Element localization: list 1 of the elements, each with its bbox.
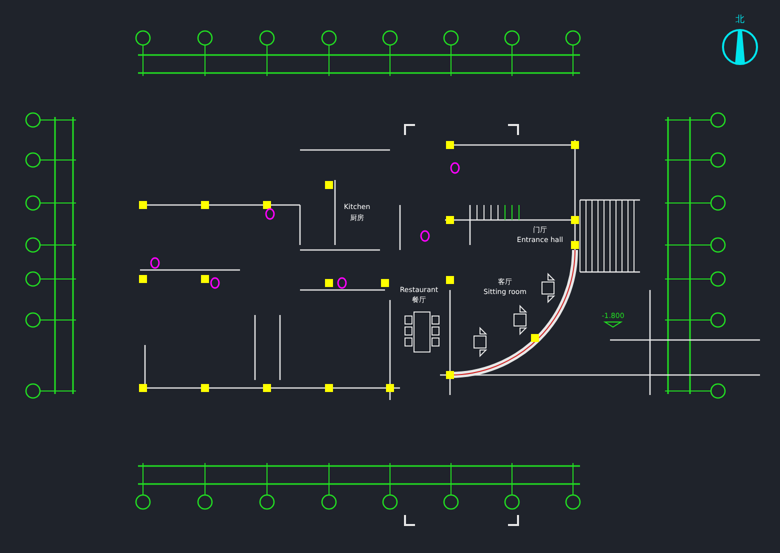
north-label: 北	[736, 16, 744, 24]
